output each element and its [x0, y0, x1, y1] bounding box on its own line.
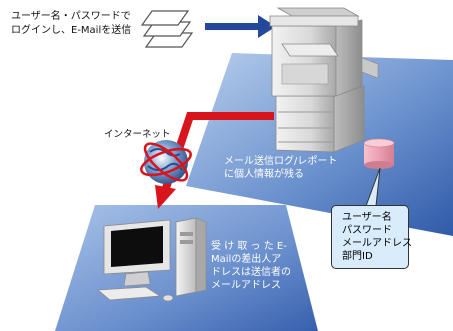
receiver-note-line4: メールアドレス [211, 280, 281, 291]
stored-data-email: メールアドレス [342, 238, 412, 249]
multifunction-printer-icon [269, 7, 379, 153]
login-caption-line1: ユーザー名・パスワードで [11, 11, 131, 22]
log-note-line1: メール送信ログ/レポート [224, 156, 338, 167]
login-caption: ユーザー名・パスワードで ログインし、E-Mailを送信 [11, 10, 131, 38]
paper-stack-icon [140, 10, 194, 48]
database-icon [363, 138, 395, 169]
log-note-line2: に個人情報が残る [224, 169, 304, 180]
stored-data-username: ユーザー名 [342, 212, 392, 223]
log-note: メール送信ログ/レポート に個人情報が残る [224, 155, 337, 181]
globe-icon [140, 140, 192, 184]
login-caption-line2: ログインし、E-Mailを送信 [11, 25, 132, 36]
send-arrow [205, 15, 276, 38]
receiver-note-line3: ドレスは送信者の [211, 267, 291, 278]
stored-data-department-id: 部門ID [342, 251, 373, 262]
receiver-note-line2: Mailの差出人ア [211, 254, 282, 265]
receiver-note-line1: 受 け 取 っ た E- [211, 241, 287, 252]
stored-data-box: ユーザー名 パスワード メールアドレス 部門ID [331, 205, 412, 269]
receiver-note: 受 け 取 っ た E- Mailの差出人ア ドレスは送信者の メールアドレス [211, 240, 291, 292]
stored-data-password: パスワード [342, 225, 392, 236]
desktop-computer-icon [96, 217, 207, 302]
internet-label: インターネット [104, 129, 171, 140]
